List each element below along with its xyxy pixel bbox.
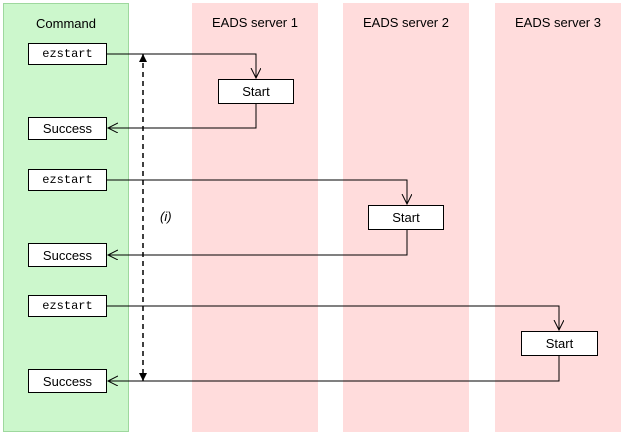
response-arrow-2 (108, 230, 408, 255)
server-3-lane-title: EADS server 3 (515, 15, 601, 30)
command-lane-title: Command (36, 16, 96, 31)
start-box-server-3: Start (521, 331, 598, 356)
command-lane: Command (3, 3, 129, 432)
command-box-3: ezstart (28, 295, 107, 317)
success-box-2: Success (28, 243, 107, 267)
request-arrow-1 (107, 53, 256, 78)
success-box-1: Success (28, 117, 107, 140)
request-arrow-2 (107, 179, 407, 204)
success-box-3: Success (28, 369, 107, 393)
start-box-server-2: Start (368, 205, 444, 230)
request-arrow-3 (107, 305, 559, 330)
span-label: (i) (160, 209, 172, 224)
server-1-lane-title: EADS server 1 (212, 15, 298, 30)
command-box-2: ezstart (28, 169, 107, 191)
server-2-lane-title: EADS server 2 (363, 15, 449, 30)
server-3-lane: EADS server 3 (495, 3, 621, 432)
response-arrow-1 (108, 104, 257, 128)
start-box-server-1: Start (218, 79, 294, 104)
command-box-1: ezstart (28, 43, 107, 65)
response-arrow-3 (108, 356, 560, 381)
